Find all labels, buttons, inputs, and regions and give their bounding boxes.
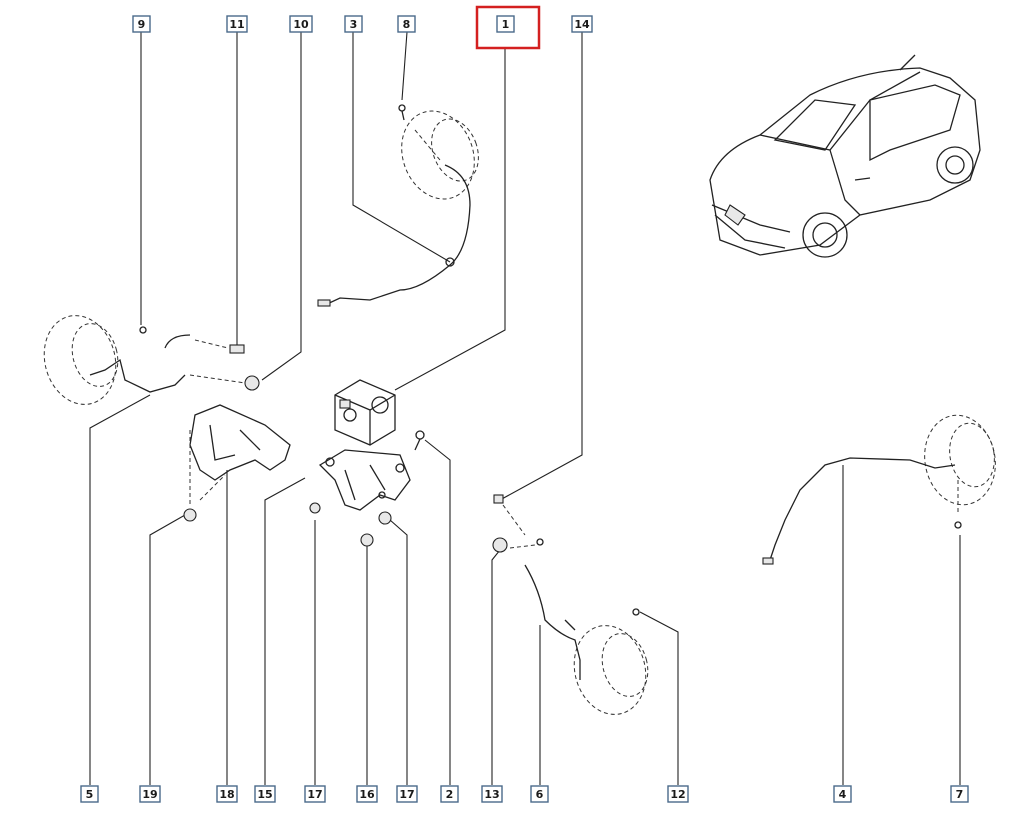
- callout-17a[interactable]: 17: [304, 785, 326, 803]
- callout-2[interactable]: 2: [440, 785, 459, 803]
- svg-text:17: 17: [307, 788, 322, 801]
- svg-text:5: 5: [86, 788, 94, 801]
- car-illustration: [709, 54, 981, 258]
- callout-1[interactable]: 1: [496, 15, 515, 33]
- callout-14[interactable]: 14: [571, 15, 593, 33]
- svg-text:6: 6: [536, 788, 544, 801]
- svg-text:15: 15: [257, 788, 272, 801]
- svg-text:9: 9: [138, 18, 146, 31]
- callout-16[interactable]: 16: [356, 785, 378, 803]
- callout-9[interactable]: 9: [132, 15, 151, 33]
- svg-text:17: 17: [399, 788, 414, 801]
- svg-text:11: 11: [229, 18, 244, 31]
- highlight-frame: [475, 5, 541, 50]
- callout-5[interactable]: 5: [80, 785, 99, 803]
- abs-unit: [334, 379, 396, 446]
- svg-text:8: 8: [403, 18, 411, 31]
- svg-text:12: 12: [670, 788, 685, 801]
- wheel-left: [43, 315, 260, 405]
- callout-19[interactable]: 19: [139, 785, 161, 803]
- svg-text:13: 13: [484, 788, 499, 801]
- svg-text:14: 14: [574, 18, 590, 31]
- svg-text:18: 18: [219, 788, 234, 801]
- callout-18[interactable]: 18: [216, 785, 238, 803]
- svg-text:2: 2: [446, 788, 454, 801]
- svg-text:16: 16: [359, 788, 375, 801]
- svg-text:1: 1: [502, 18, 510, 31]
- callout-12[interactable]: 12: [667, 785, 689, 803]
- svg-text:7: 7: [956, 788, 964, 801]
- wheel-right: [762, 414, 996, 565]
- svg-text:3: 3: [350, 18, 358, 31]
- callout-17b[interactable]: 17: [396, 785, 418, 803]
- svg-text:10: 10: [293, 18, 309, 31]
- top-leaders: [140, 31, 583, 501]
- svg-text:4: 4: [839, 788, 847, 801]
- callout-10[interactable]: 10: [289, 15, 313, 33]
- callout-13[interactable]: 13: [481, 785, 503, 803]
- callout-11[interactable]: 11: [226, 15, 248, 33]
- bracket-center: [309, 430, 425, 547]
- wheel-top: [317, 104, 479, 307]
- callout-8[interactable]: 8: [397, 15, 416, 33]
- svg-text:19: 19: [142, 788, 157, 801]
- bottom-leaders: [89, 394, 961, 785]
- callout-7[interactable]: 7: [950, 785, 969, 803]
- wheel-bottom: [492, 494, 649, 715]
- callout-6[interactable]: 6: [530, 785, 549, 803]
- callout-3[interactable]: 3: [344, 15, 363, 33]
- callout-4[interactable]: 4: [833, 785, 852, 803]
- bracket-left: [183, 404, 291, 522]
- callout-15[interactable]: 15: [254, 785, 276, 803]
